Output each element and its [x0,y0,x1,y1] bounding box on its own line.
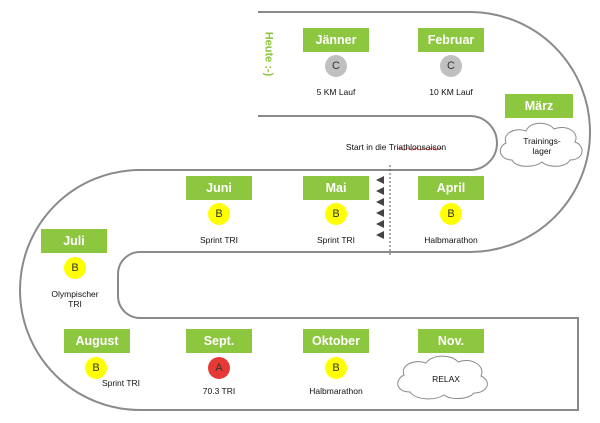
month-box-jun: Juni [186,176,252,200]
priority-dot-sep: A [208,357,230,379]
event-label-jul: Olympischer TRI [35,289,115,309]
month-box-nov: Nov. [418,329,484,353]
priority-dot-feb: C [440,55,462,77]
month-box-jul: Juli [41,229,107,253]
event-label-aug: Sprint TRI [101,378,141,388]
priority-dot-apr: B [440,203,462,225]
month-box-oct: Oktober [303,329,369,353]
event-label-apr: Halbmarathon [424,235,478,245]
november-cloud-label: RELAX [432,374,460,384]
event-label-jun: Sprint TRI [199,235,239,245]
november-cloud [397,355,488,400]
priority-dot-aug: B [85,357,107,379]
march-cloud-label: Trainings- lager [512,136,572,156]
priority-dot-jun: B [208,203,230,225]
season-start-arrows [376,176,384,239]
event-label-jul-line1: Olympischer [51,289,99,299]
underline-squiggle [397,147,443,151]
month-box-may: Mai [303,176,369,200]
month-box-apr: April [418,176,484,200]
march-cloud [499,122,583,167]
month-box-aug: August [64,329,130,353]
march-cloud-line1: Trainings- [523,136,561,146]
march-cloud-line2: lager [532,146,552,156]
event-label-oct: Halbmarathon [309,386,363,396]
event-label-may: Sprint TRI [316,235,356,245]
event-label-jul-line2: TRI [68,299,82,309]
month-box-sep: Sept. [186,329,252,353]
priority-dot-jul: B [64,257,86,279]
priority-dot-oct: B [325,357,347,379]
priority-dot-may: B [325,203,347,225]
event-label-sep: 70.3 TRI [202,386,236,396]
month-box-mar: März [505,94,573,118]
track-outer-edge [19,11,591,411]
event-label-jan: 5 KM Lauf [316,87,356,97]
month-box-jan: Jänner [303,28,369,52]
season-start-label: Start in die Triathlonsaison [345,142,447,152]
priority-dot-jan: C [325,55,347,77]
month-box-feb: Februar [418,28,484,52]
today-marker: Heute :-) [262,31,275,77]
event-label-feb: 10 KM Lauf [429,87,473,97]
